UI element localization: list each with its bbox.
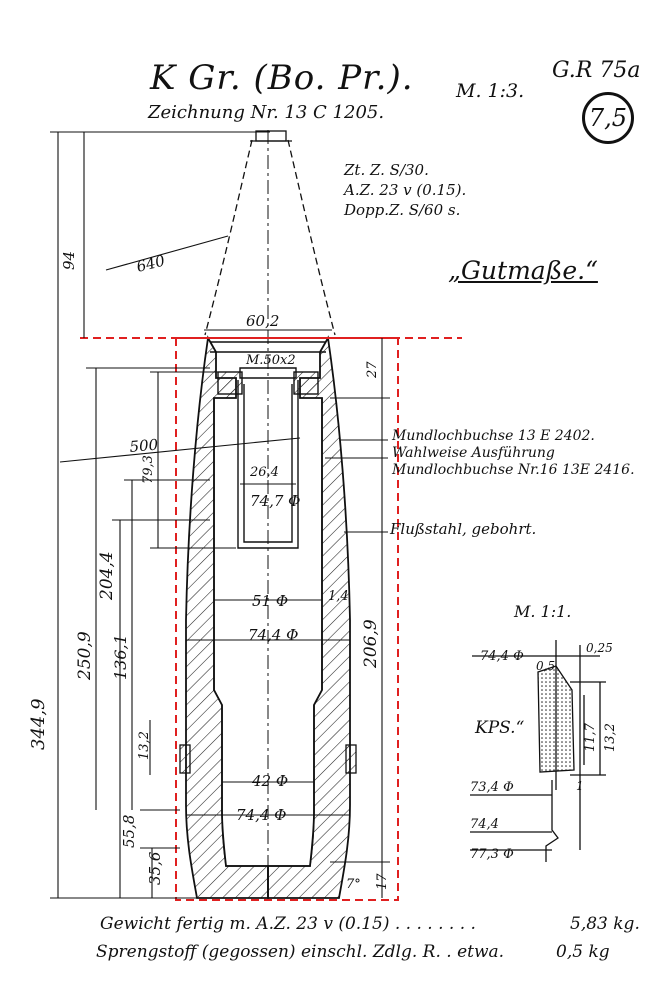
dim-2044: 204,4 [97, 551, 117, 601]
dim-27: 27 [365, 361, 380, 379]
det-1: 1 [576, 779, 584, 793]
det-773: 77,3 Φ [470, 847, 514, 862]
dim-500: 500 [129, 436, 160, 456]
dimension-lines [50, 131, 390, 899]
fuze-item: Dopp.Z. S/60 s. [344, 201, 461, 219]
fuze-tip [250, 130, 292, 142]
charge-value: 0,5 kg [556, 942, 610, 962]
drawing-number: Zeichnung Nr. 13 C 1205. [148, 102, 385, 123]
dim-3449: 344,9 [28, 698, 49, 750]
det-117: 11,7 [583, 722, 598, 752]
drawing-title: K Gr. (Bo. Pr.). [150, 58, 414, 98]
dim-132: 13,2 [137, 731, 152, 760]
dim-558: 55,8 [120, 815, 138, 848]
det-744b: 74,4 [470, 817, 499, 832]
dim-42: 42 Φ [251, 772, 288, 790]
driving-band [179, 744, 357, 774]
det-132: 13,2 [603, 723, 618, 752]
fuze-outline [204, 139, 336, 336]
scale-detail: M. 1:1. [514, 602, 572, 621]
dim-602: 60,2 [246, 312, 279, 330]
kps-label: KPS.“ [475, 718, 525, 738]
det-744: 74,4 Φ [480, 649, 524, 664]
note-line: Mundlochbuchse 13 E 2402. [392, 428, 595, 444]
dim-356: 35,6 [146, 851, 164, 885]
dim-17: 17 [375, 873, 390, 890]
dim-744b: 74,4 Φ [236, 806, 286, 824]
weight-value: 5,83 kg. [570, 914, 640, 934]
dim-14: 1,4 [328, 589, 349, 604]
dim-7deg: 7° [346, 877, 361, 892]
dim-264: 26,4 [249, 465, 279, 480]
note-line: Wahlweise Ausführung [392, 445, 555, 461]
drawing-code: G.R 75a [552, 58, 641, 83]
dim-793: 79,3 [141, 455, 156, 484]
fuze-list: Zt. Z. S/30. A.Z. 23 v (0.15). Dopp.Z. S… [344, 160, 466, 220]
dim-2509: 250,9 [75, 631, 95, 681]
weight-label: Gewicht fertig m. A.Z. 23 v (0.15) . . .… [100, 914, 476, 934]
dim-747: 74,7 Φ [250, 492, 300, 510]
fuze-item: Zt. Z. S/30. [344, 161, 429, 179]
det-05: 0,5 [536, 659, 555, 673]
bushing-note: Mundlochbuchse 13 E 2402. Wahlweise Ausf… [392, 428, 635, 479]
dim-640: 640 [135, 251, 168, 276]
scale-main: M. 1:3. [456, 80, 525, 102]
dim-94: 94 [60, 251, 78, 270]
fuze-item: A.Z. 23 v (0.15). [344, 181, 467, 199]
gutmasse-label: „Gutmaße.“ [448, 256, 598, 285]
dim-2069: 206,9 [361, 619, 381, 669]
dim-744a: 74,4 Φ [248, 626, 298, 644]
det-734: 73,4 Φ [470, 780, 514, 795]
caliber-badge: 7,5 [582, 92, 634, 144]
charge-label: Sprengstoff (gegossen) einschl. Zdlg. R.… [96, 942, 505, 962]
note-line: Mundlochbuchse Nr.16 13E 2416. [392, 462, 635, 478]
highlight-overlay [80, 337, 462, 901]
dim-m50: M.50x2 [245, 353, 296, 368]
detail-view [470, 640, 606, 862]
material-label: Flußstahl, gebohrt. [390, 520, 537, 538]
det-025: 0,25 [586, 641, 613, 655]
dim-1361: 136,1 [111, 634, 130, 680]
dim-51: 51 Φ [252, 592, 288, 610]
